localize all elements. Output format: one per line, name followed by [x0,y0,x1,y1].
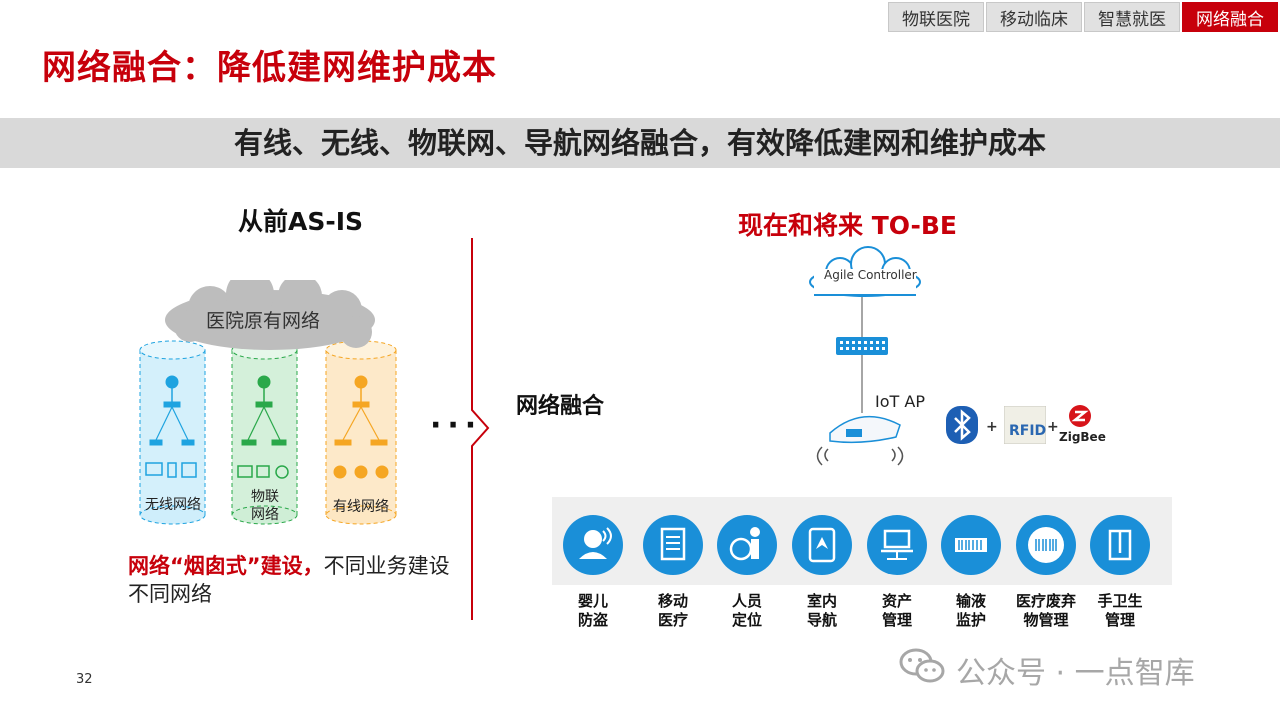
section-divider [471,238,490,620]
iot-topology-icon [237,375,289,479]
iot-network-label: 物联 网络 [251,489,279,523]
fusion-label: 网络融合 [516,394,605,419]
app-baby-security[interactable] [563,515,623,575]
asis-caption: 网络“烟囱式”建设，不同业务建设不同网络 [128,552,458,608]
app-label-medical-waste: 医疗废弃 物管理 [1015,592,1076,629]
banner-bar [0,118,1280,168]
wireless-topology-icon [145,375,197,478]
plus-sign-1: + [986,419,998,435]
ellipsis: ··· [430,408,483,443]
rfid-label: RFID [1009,423,1047,439]
app-label-indoor-navigation: 室内 导航 [806,592,837,629]
tab-mobile-clinical[interactable]: 移动临床 [986,2,1082,32]
plus-sign-2: + [1047,419,1059,435]
controller-cloud-icon [809,246,921,297]
rfid-icon [1004,406,1046,444]
app-label-baby-security: 婴儿 防盗 [577,592,608,629]
laptop-network-icon [881,529,913,560]
app-person-location[interactable] [717,515,777,575]
app-indoor-navigation[interactable] [792,515,852,575]
hand-hygiene-icon [1108,529,1132,561]
tab-iot-hospital[interactable]: 物联医院 [888,2,984,32]
document-icon [660,527,686,561]
app-hand-hygiene[interactable] [1090,515,1150,575]
watermark: 公众号 · 一点智库 [956,656,1195,691]
tobe-heading: 现在和将来 TO-BE [738,211,957,240]
wired-cylinder [325,340,397,525]
app-label-person-location: 人员 定位 [731,592,762,629]
page-title: 网络融合：降低建网维护成本 [42,48,497,88]
cloud-icon [165,280,375,350]
infusion-icon [955,538,987,552]
iot-ap-label: IoT AP [875,392,925,411]
barcode-icon [1028,527,1064,563]
controller-label: Agile Controller [824,268,917,282]
app-label-mobile-medical: 移动 医疗 [657,592,688,629]
tab-smart-care[interactable]: 智慧就医 [1084,2,1180,32]
wired-topology-icon [333,375,389,479]
wireless-network-label: 无线网络 [145,497,201,513]
switch-icon [836,337,888,355]
page-number: 32 [76,672,93,687]
section-tabs: 物联医院 移动临床 智慧就医 网络融合 [888,2,1278,32]
iot-ap-icon [816,415,904,466]
banner-text: 有线、无线、物联网、导航网络融合，有效降低建网和维护成本 [233,126,1046,160]
zigbee-icon [1069,405,1091,427]
asis-diagram [139,280,397,525]
app-infusion-monitoring[interactable] [941,515,1001,575]
wired-network-label: 有线网络 [333,499,389,515]
zigbee-label: ZigBee [1059,430,1106,444]
person-location-icon [729,527,760,561]
baby-icon [579,527,612,559]
caption-highlight: 网络“烟囱式”建设， [128,554,324,578]
app-label-asset-management: 资产 管理 [881,592,912,629]
caption-text: 不同业务建设不同网络 [128,554,450,606]
app-label-infusion-monitoring: 输液 监护 [955,592,986,629]
bluetooth-icon [946,406,978,444]
wechat-icon [899,648,945,683]
asis-heading: 从前AS-IS [238,207,364,236]
tab-network-fusion[interactable]: 网络融合 [1182,2,1278,32]
tablet-navigation-icon [808,527,836,563]
cloud-label: 医院原有网络 [206,310,321,332]
app-asset-management[interactable] [867,515,927,575]
app-medical-waste[interactable] [1016,515,1076,575]
app-mobile-medical[interactable] [643,515,703,575]
app-label-hand-hygiene: 手卫生 管理 [1097,592,1143,629]
tobe-diagram [809,246,921,466]
